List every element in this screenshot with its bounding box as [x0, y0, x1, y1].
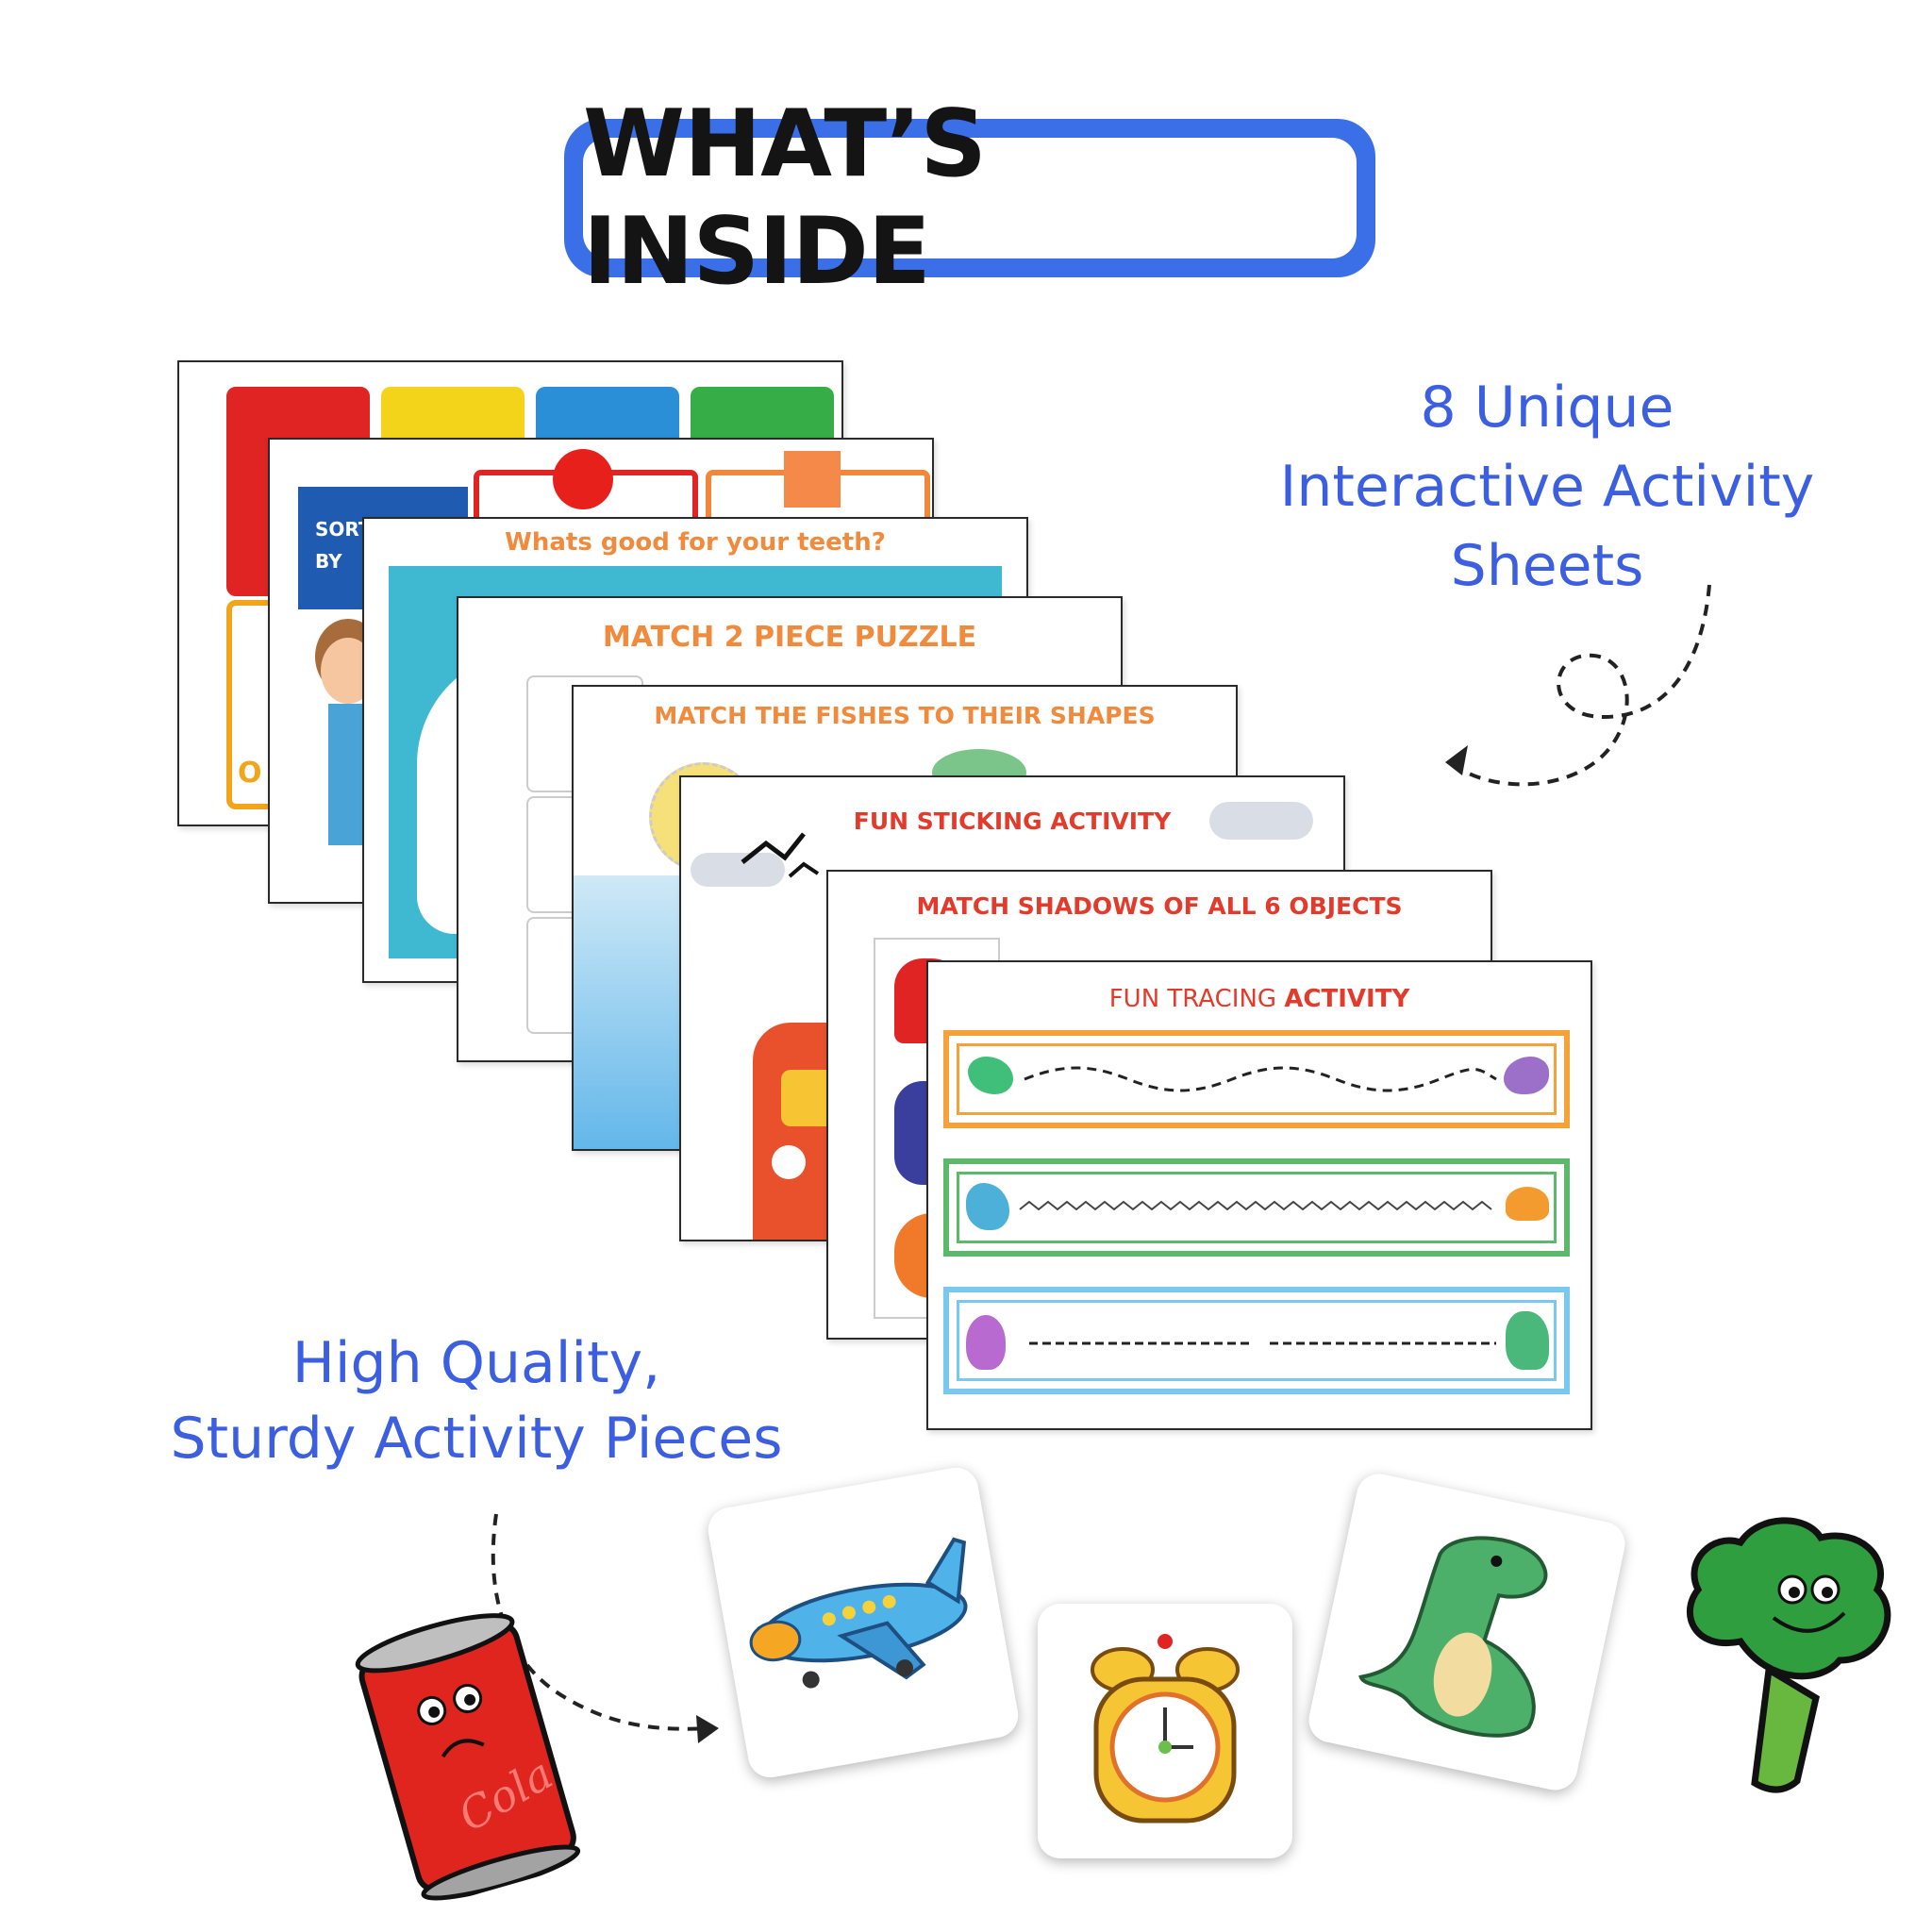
dino-icon: [1506, 1187, 1549, 1221]
sheet-title: Whats good for your teeth?: [505, 528, 886, 557]
caption-line: High Quality,: [291, 1330, 661, 1396]
cola-can: Cola: [343, 1598, 591, 1910]
car-light: [772, 1145, 806, 1179]
title-part-bold: ACTIVITY: [1284, 985, 1410, 1013]
sheet-title: FUN TRACING ACTIVITY: [928, 985, 1591, 1013]
sheets-caption: 8 Unique Interactive Activity Sheets: [1255, 368, 1840, 606]
tracing-row-orange: [943, 1030, 1570, 1128]
title-part: FUN TRACING: [1108, 985, 1285, 1013]
dino-icon: [1506, 1311, 1549, 1370]
tracing-row-inner: [957, 1172, 1557, 1243]
tracing-row-blue: [943, 1287, 1570, 1394]
dino-icon: [966, 1183, 1009, 1230]
pieces-caption: High Quality, Sturdy Activity Pieces: [113, 1325, 840, 1476]
cut-label: O: [238, 757, 262, 790]
straight-trace-line: [1029, 1341, 1496, 1345]
arrowhead-left: [1445, 745, 1468, 775]
zigzag-trace-line: [1019, 1200, 1492, 1211]
piece-alarm-clock: [1038, 1604, 1292, 1858]
sheet-title: MATCH THE FISHES TO THEIR SHAPES: [654, 702, 1156, 729]
dino-icon: [1504, 1057, 1549, 1094]
birds-icon: [741, 832, 820, 878]
dinosaur-icon: [1358, 1536, 1548, 1738]
piece-airplane: [705, 1464, 1022, 1781]
sheet-title: MATCH SHADOWS OF ALL 6 OBJECTS: [916, 892, 1403, 920]
tracing-row-green: [943, 1158, 1570, 1257]
square-shape: [784, 451, 841, 508]
cloud-shape: [1209, 802, 1313, 840]
tracing-row-inner: [957, 1300, 1557, 1381]
wavy-trace-line: [1024, 1066, 1497, 1092]
sheet-title: FUN STICKING ACTIVITY: [853, 808, 1172, 835]
broccoli-icon: [1687, 1517, 1891, 1793]
dino-icon: [968, 1057, 1013, 1094]
cloud-shape: [691, 853, 785, 887]
caption-line: Sturdy Activity Pieces: [170, 1406, 783, 1472]
title-badge: WHAT’S INSIDE: [583, 91, 1357, 306]
caption-line: 8 Unique: [1420, 375, 1674, 441]
banner-line: SORT: [315, 518, 372, 541]
broccoli: [1674, 1509, 1906, 1802]
sheet-title: MATCH 2 PIECE PUZZLE: [602, 621, 977, 654]
alarm-clock-icon: [1091, 1634, 1240, 1824]
airplane-icon: [749, 1537, 968, 1689]
sheet-tracing: FUN TRACING ACTIVITY: [926, 960, 1592, 1430]
arrow-to-pieces: [491, 1513, 710, 1731]
banner-text: SORT BY: [315, 513, 372, 577]
cola-can-icon: [355, 1613, 581, 1901]
circle-shape: [553, 449, 613, 509]
tracing-row-inner: [957, 1043, 1557, 1115]
arrowhead-right: [696, 1715, 719, 1743]
banner-line: BY: [315, 550, 342, 573]
caption-line: Interactive Activity: [1279, 454, 1815, 520]
arrow-to-sheets: [1451, 584, 1711, 787]
caption-line: Sheets: [1450, 533, 1644, 599]
piece-dinosaur: [1305, 1470, 1629, 1794]
page-title: WHAT’S INSIDE: [583, 91, 987, 306]
dino-icon: [966, 1315, 1006, 1370]
